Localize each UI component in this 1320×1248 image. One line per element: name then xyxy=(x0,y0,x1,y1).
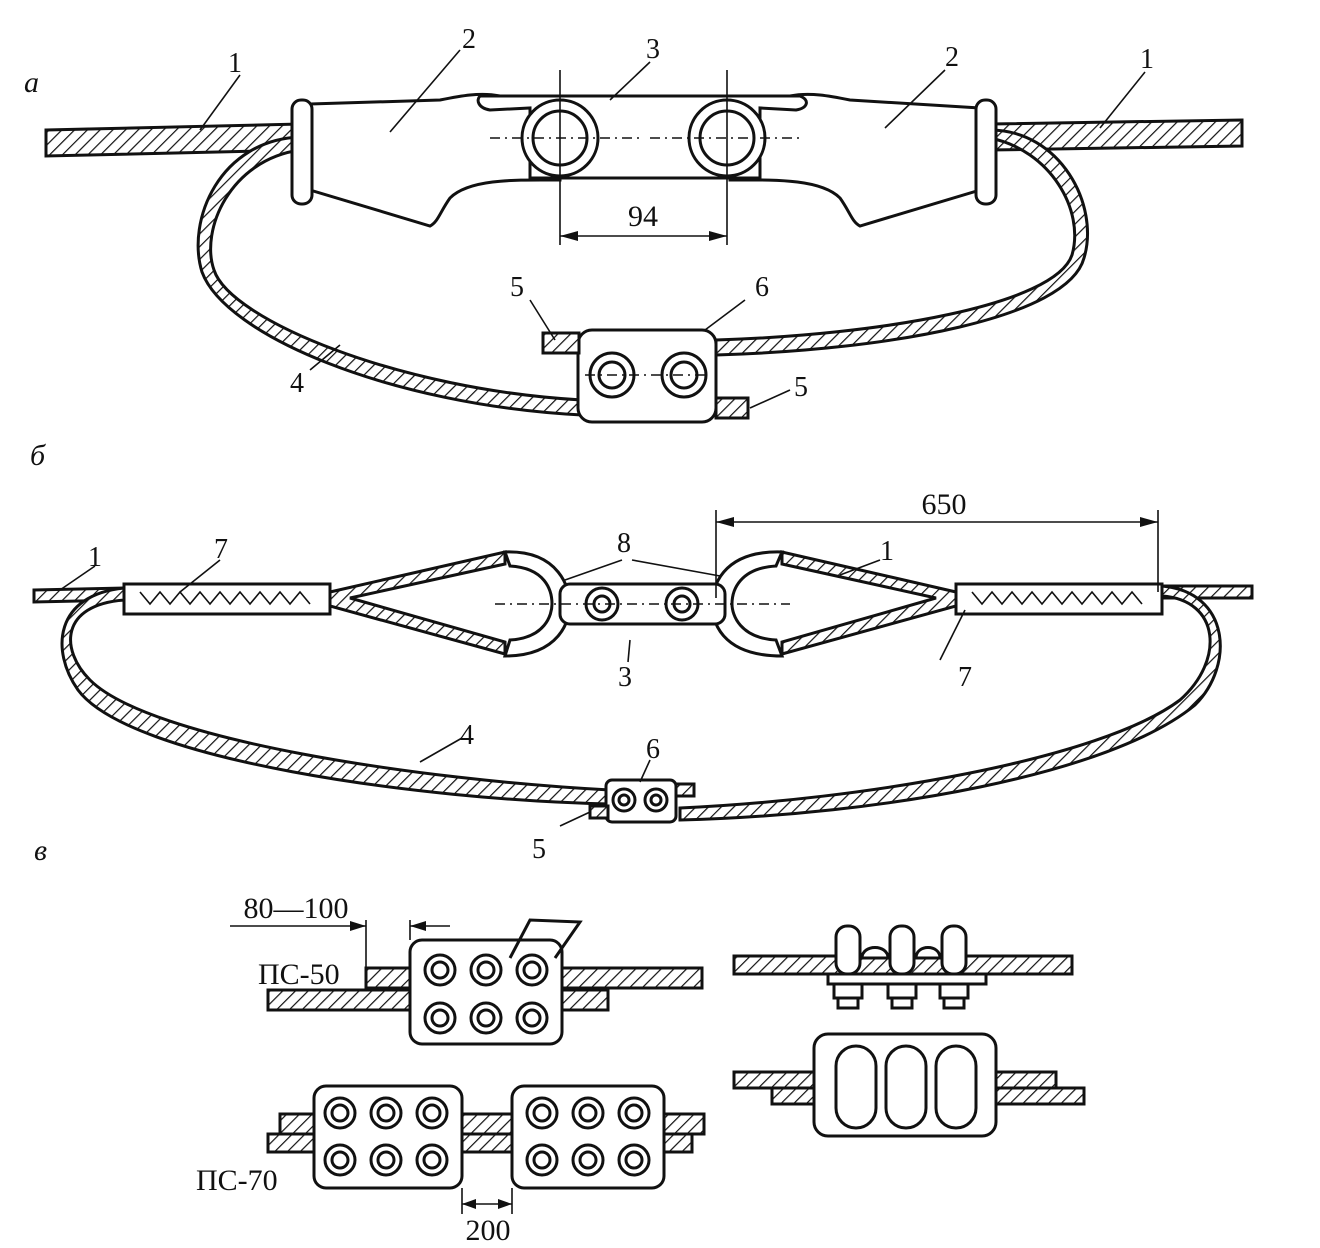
part-2-right: 2 xyxy=(945,42,959,73)
part-5-a-bottom: 5 xyxy=(794,372,808,403)
part-1-left: 1 xyxy=(228,48,242,79)
dim-80-100: 80—100 xyxy=(244,892,349,925)
sleeve-right xyxy=(954,582,1164,616)
part-5-a-top: 5 xyxy=(510,272,524,303)
part-1-b-left: 1 xyxy=(88,542,102,573)
part-7-b-right: 7 xyxy=(958,662,972,693)
clamp-side-view xyxy=(732,924,1074,1010)
panel-c: в 80—100 ПС-50 xyxy=(34,834,1086,1247)
part-2-left: 2 xyxy=(462,24,476,55)
clamp-body-left xyxy=(308,92,562,228)
loop-right xyxy=(780,550,958,656)
part-1-b-right: 1 xyxy=(880,536,894,567)
part-7-b-left: 7 xyxy=(214,534,228,565)
part-8-b: 8 xyxy=(617,528,631,559)
label-ps50: ПС-50 xyxy=(258,958,340,991)
jumper-b-right xyxy=(678,584,1222,822)
label-ps70: ПС-70 xyxy=(196,1164,278,1197)
part-4-b: 4 xyxy=(460,720,474,751)
part-1-right: 1 xyxy=(1140,44,1154,75)
dim-94: 94 xyxy=(628,200,658,233)
part-3-b: 3 xyxy=(618,662,632,693)
part-3-a: 3 xyxy=(646,34,660,65)
ring-left xyxy=(290,98,314,206)
ps50-bolts xyxy=(423,953,549,1035)
panel-a-label: а xyxy=(24,66,39,99)
jumper-b-left xyxy=(60,586,612,806)
part-6-b: 6 xyxy=(646,734,660,765)
wire-end-5-top xyxy=(541,331,581,355)
panel-c-label: в xyxy=(34,834,47,867)
dim-200: 200 xyxy=(466,1214,511,1247)
clamp-top-view xyxy=(732,1032,1086,1138)
clamp-body-right xyxy=(728,92,982,228)
panel-a: а 94 xyxy=(24,24,1244,424)
wire-end-5-bottom xyxy=(714,396,750,420)
ring-right xyxy=(974,98,998,206)
panel-b-label: б xyxy=(30,439,46,472)
dim-650: 650 xyxy=(922,488,967,521)
ps70-bolts xyxy=(323,1096,651,1177)
clamp-ps70: 200 ПС-70 xyxy=(196,1084,706,1247)
part-5-b: 5 xyxy=(532,834,546,865)
part-6-a: 6 xyxy=(755,272,769,303)
panel-b: б xyxy=(30,439,1254,865)
loop-left xyxy=(328,550,507,656)
part-4-a: 4 xyxy=(290,368,304,399)
clamp-ps50: 80—100 ПС-50 xyxy=(230,892,704,1046)
